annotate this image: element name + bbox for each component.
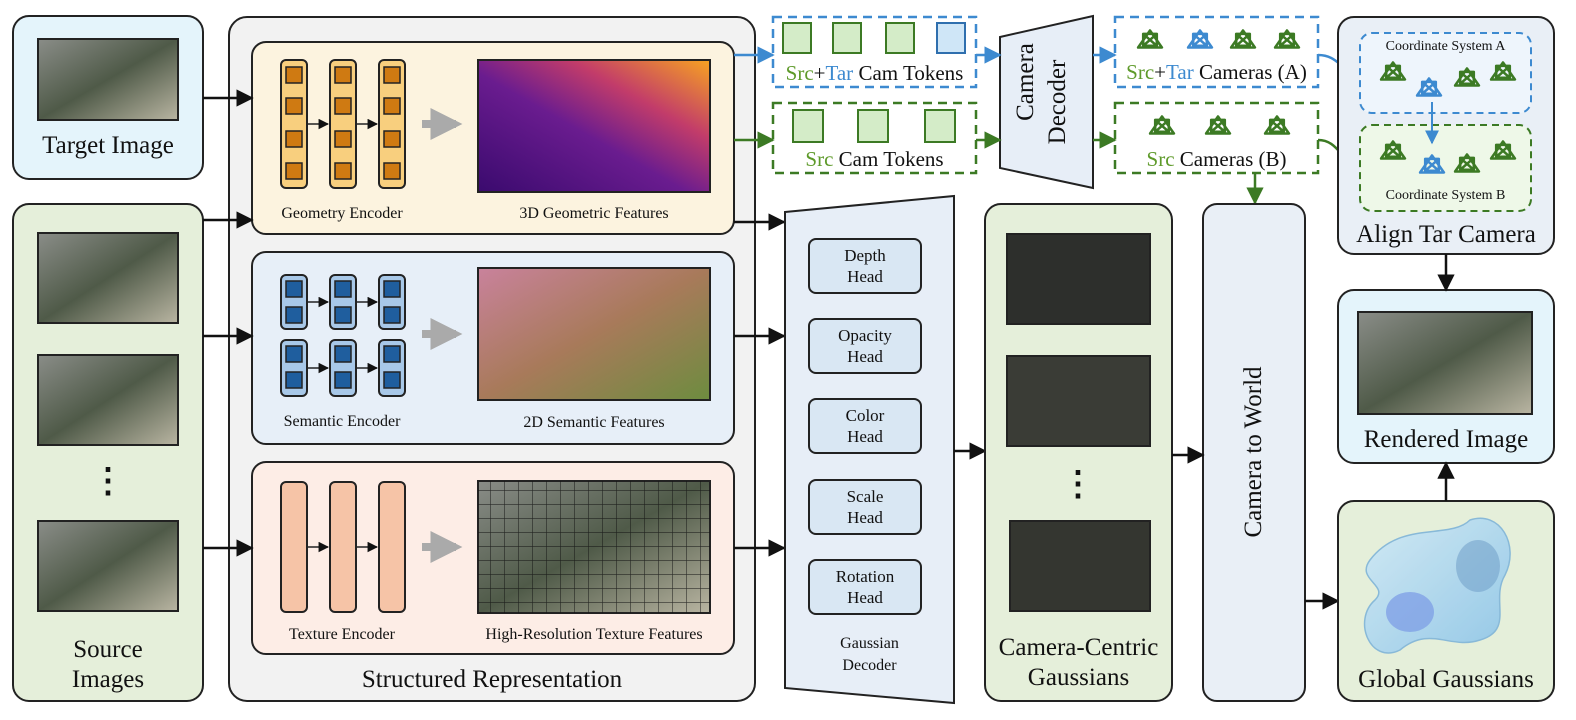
texture-encoder-blocks: [280, 481, 406, 613]
target-image-photo: [37, 38, 179, 121]
target-image-label: Target Image: [42, 132, 174, 159]
geometry-encoder-label: Geometry Encoder: [281, 205, 403, 222]
semantic-features-label: 2D Semantic Features: [523, 414, 665, 431]
global-gaussians-label: Global Gaussians: [1358, 666, 1534, 693]
camera-decoder-shape: [999, 14, 1094, 190]
gaussian-render-3: [1009, 520, 1151, 612]
coordinate-system-a-box: [1359, 32, 1532, 114]
camera-to-world-label: Camera to World: [1240, 366, 1267, 538]
source-image-1: [37, 232, 179, 324]
source-image-3: [37, 520, 179, 612]
align-tar-camera-label: Align Tar Camera: [1356, 221, 1536, 248]
texture-encoder-label: Texture Encoder: [289, 626, 395, 643]
rendered-image-label: Rendered Image: [1363, 426, 1529, 453]
geometric-features-image: [477, 59, 711, 193]
semantic-features-image: [477, 267, 711, 401]
camera-centric-label-1: Camera-Centric: [998, 634, 1159, 661]
camera-decoder-label-1: Camera: [1012, 43, 1039, 121]
source-images-ellipsis: ⋮: [91, 463, 125, 500]
gaussian-render-2: [1006, 355, 1151, 447]
gaussian-decoder-label-1: Gaussian: [840, 635, 899, 652]
source-images-label-2: Images: [71, 666, 145, 693]
camera-decoder-label-2: Decoder: [1044, 59, 1071, 145]
src-cam-tokens-label: Src Cam Tokens: [805, 147, 944, 171]
camera-centric-ellipsis: ⋮: [1061, 466, 1095, 503]
src-cameras-label: Src Cameras (B): [1146, 147, 1287, 171]
coordinate-system-b-label: Coordinate System B: [1385, 188, 1506, 203]
src-tar-cam-tokens-label: Src+Tar Cam Tokens: [785, 61, 964, 85]
rendered-image-photo: [1357, 311, 1533, 415]
semantic-encoder-blocks: [280, 274, 406, 397]
texture-features-label: High-Resolution Texture Features: [485, 626, 703, 643]
source-images-label-1: Source: [73, 636, 143, 663]
camera-centric-label-2: Gaussians: [1027, 664, 1130, 691]
semantic-encoder-label: Semantic Encoder: [283, 413, 401, 430]
src-tar-cameras-label: Src+Tar Cameras (A): [1126, 60, 1307, 84]
source-image-2: [37, 354, 179, 446]
coordinate-system-a-label: Coordinate System A: [1385, 39, 1506, 54]
structured-representation-title: Structured Representation: [361, 666, 623, 693]
geometry-encoder-blocks: [280, 59, 406, 189]
geometric-features-label: 3D Geometric Features: [519, 205, 669, 222]
gaussian-decoder-label-2: Decoder: [842, 657, 897, 674]
coordinate-system-b-box: [1359, 124, 1532, 212]
gaussian-render-1: [1006, 233, 1151, 325]
